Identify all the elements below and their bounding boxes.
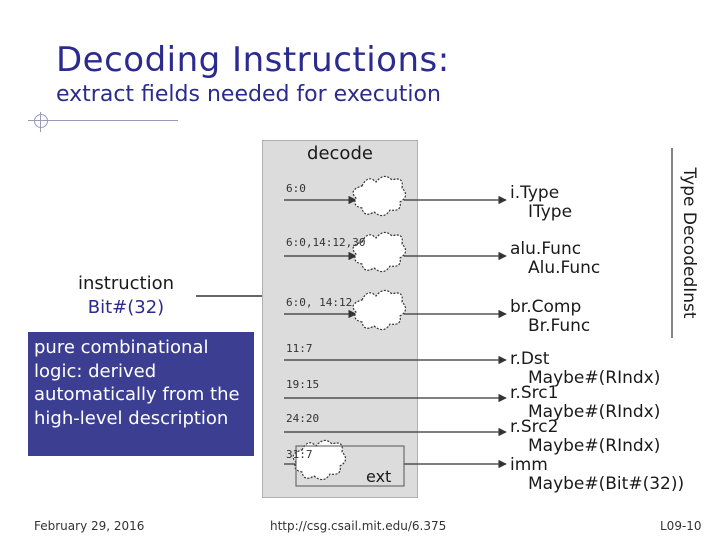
instruction-type: Bit#(32) <box>87 297 165 318</box>
footer-date: February 29, 2016 <box>34 519 145 533</box>
field-bits-brcomp: 6:0, 14:12 <box>286 296 353 309</box>
output-name: r.Src1 <box>510 383 559 403</box>
output-itype: i.Type IType <box>510 184 572 222</box>
footer-url[interactable]: http://csg.csail.mit.edu/6.375 <box>270 519 447 533</box>
output-type: IType <box>528 202 573 222</box>
ext-label: ext <box>366 467 392 486</box>
output-rsrc2: r.Src2 Maybe#(RIndx) <box>510 418 660 456</box>
logic-cloud-brcomp <box>352 289 407 331</box>
slide-subtitle: extract fields needed for execution <box>56 82 441 107</box>
field-bits-alufunc: 6:0,14:12,30 <box>286 236 366 249</box>
output-name: br.Comp <box>510 297 582 317</box>
logic-cloud-alufunc <box>352 231 407 273</box>
output-type: Maybe#(RIndx) <box>528 436 661 456</box>
output-rsrc1: r.Src1 Maybe#(RIndx) <box>510 384 660 422</box>
output-name: imm <box>510 455 548 475</box>
output-type: Maybe#(RIndx) <box>528 402 661 422</box>
field-bits-imm: 31:7 <box>286 448 313 461</box>
slide-title: Decoding Instructions: <box>56 40 450 80</box>
field-bits-rsrc2: 24:20 <box>286 412 320 425</box>
output-imm: imm Maybe#(Bit#(32)) <box>510 456 684 494</box>
instruction-input-label: instruction Bit#(32) <box>56 272 196 320</box>
output-type: Alu.Func <box>528 258 601 278</box>
crosshair-circle <box>34 114 48 128</box>
output-name: r.Dst <box>510 349 550 369</box>
instruction-name: instruction <box>77 273 175 294</box>
decoded-inst-type-label: Type DecodedInst <box>678 148 700 338</box>
footer-page-number: L09-10 <box>660 519 702 533</box>
field-bits-itype: 6:0 <box>286 182 306 195</box>
title-divider <box>28 120 178 121</box>
output-brcomp: br.Comp Br.Func <box>510 298 590 336</box>
output-alufunc: alu.Func Alu.Func <box>510 240 600 278</box>
field-bits-rsrc1: 19:15 <box>286 378 320 391</box>
output-name: alu.Func <box>510 239 582 259</box>
note-box: pure combinational logic: derived automa… <box>28 332 254 456</box>
logic-cloud-itype <box>352 175 407 217</box>
decoded-inst-type-text: Type DecodedInst <box>679 167 699 319</box>
ext-block <box>295 445 405 487</box>
output-name: i.Type <box>510 183 560 203</box>
output-rdst: r.Dst Maybe#(RIndx) <box>510 350 660 388</box>
decode-label: decode <box>307 143 373 164</box>
field-bits-rdst: 11:7 <box>286 342 313 355</box>
output-type: Br.Func <box>528 316 591 336</box>
output-name: r.Src2 <box>510 417 559 437</box>
output-type: Maybe#(RIndx) <box>528 368 661 388</box>
output-type: Maybe#(Bit#(32)) <box>528 474 685 494</box>
